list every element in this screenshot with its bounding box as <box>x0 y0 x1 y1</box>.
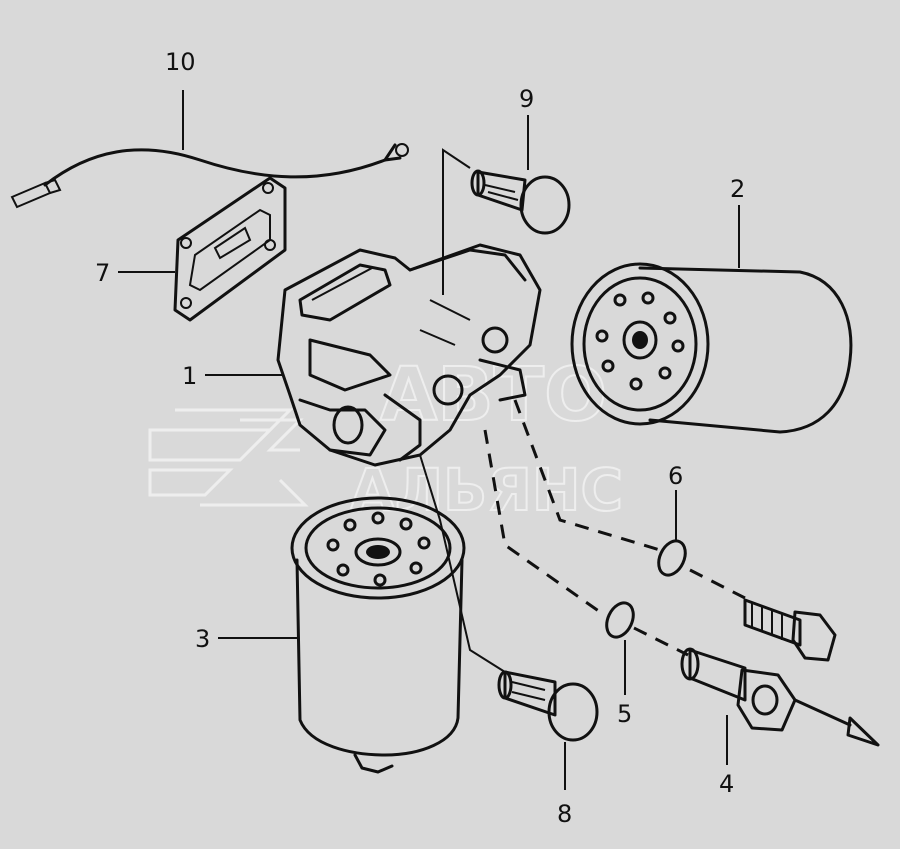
callout-labels: 10 9 2 7 1 3 6 5 4 8 <box>95 48 745 828</box>
callout-5: 5 <box>617 700 632 728</box>
part-5-o-ring <box>605 601 635 639</box>
callout-1: 1 <box>182 362 197 390</box>
part-2-filter-holes <box>595 291 685 391</box>
part-1-filter-head <box>276 243 542 467</box>
part-3-filter-cartridge <box>290 496 466 774</box>
part-2-filter-cartridge <box>570 262 853 434</box>
callout-2: 2 <box>730 175 745 203</box>
part-8-bolt <box>497 670 599 742</box>
part-6-o-ring <box>657 539 687 577</box>
part-7-gasket <box>173 176 287 322</box>
watermark-logo: АВТО АЛЬЯНС <box>148 351 624 525</box>
callout-3: 3 <box>195 625 210 653</box>
callout-9: 9 <box>519 85 534 113</box>
watermark-emblem <box>148 408 309 507</box>
part-4-fitting <box>680 647 880 747</box>
callout-10: 10 <box>165 48 196 76</box>
callout-8: 8 <box>557 800 572 828</box>
callout-7: 7 <box>95 259 110 287</box>
assembly-lines <box>419 148 746 673</box>
leader-lines <box>118 90 740 790</box>
part-9-bolt <box>470 169 571 235</box>
callout-6: 6 <box>668 462 683 490</box>
part-upper-right-bolt <box>743 598 837 662</box>
watermark-text-line2: АЛЬЯНС <box>350 456 623 524</box>
callout-4: 4 <box>719 770 734 798</box>
watermark-text-line1: АВТО <box>380 352 607 438</box>
part-10-sensor-wire <box>10 143 409 209</box>
part-3-filter-holes <box>326 511 431 587</box>
